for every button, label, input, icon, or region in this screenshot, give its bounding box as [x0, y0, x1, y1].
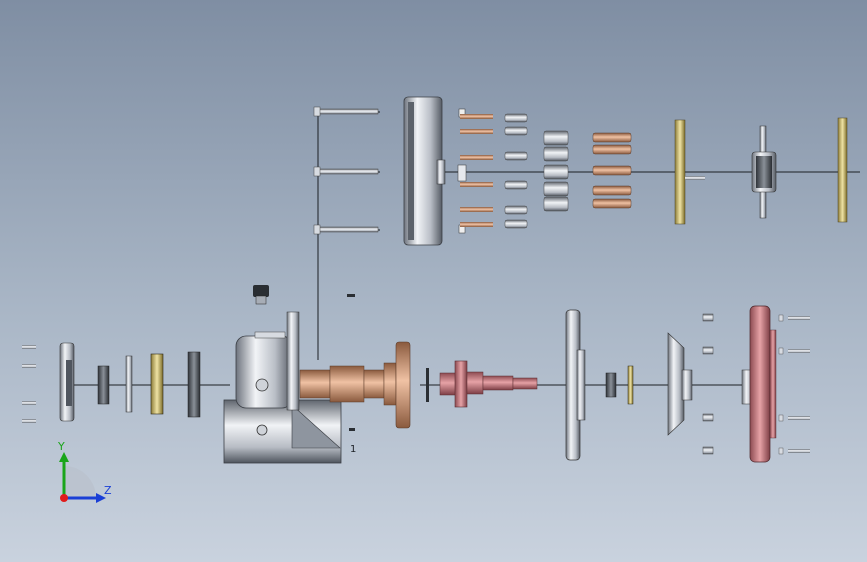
z-axis-label: Z [104, 484, 112, 497]
left-seal[interactable] [125, 355, 133, 413]
small-fastener[interactable] [347, 294, 355, 297]
output-flange-disc[interactable] [565, 309, 586, 461]
upper-brass-end-plate[interactable] [837, 117, 848, 223]
upper-rollers-column-3[interactable] [543, 130, 569, 212]
left-spacer[interactable] [97, 365, 110, 405]
upper-eccentric-hub[interactable] [751, 125, 777, 219]
y-axis-label: Y [58, 440, 65, 453]
upper-brass-gear-plate[interactable] [674, 119, 705, 225]
explode-lines [70, 111, 860, 386]
left-brass-ring[interactable] [150, 353, 164, 415]
output-cone-bearing[interactable] [667, 332, 693, 436]
axis-triad: Y Z [50, 440, 120, 510]
part-number-label: 1 [350, 444, 356, 455]
upper-rollers-column-2[interactable] [504, 113, 528, 229]
output-thin-ring[interactable] [627, 365, 634, 405]
main-housing[interactable] [223, 311, 342, 464]
x-axis-origin [60, 494, 68, 502]
left-end-cap[interactable] [59, 342, 75, 422]
shaft-washer[interactable] [426, 368, 429, 402]
left-bolts[interactable] [22, 345, 36, 423]
right-bolts[interactable] [778, 314, 810, 455]
key-fastener[interactable] [349, 428, 355, 431]
upper-housing-disc[interactable] [403, 96, 446, 246]
upper-pins-column-1[interactable] [457, 108, 493, 234]
output-cover-pins[interactable] [702, 313, 714, 455]
input-shaft[interactable] [299, 341, 411, 429]
upper-bronze-rollers-column-4[interactable] [592, 132, 632, 209]
upper-bolts[interactable] [313, 106, 379, 235]
breather-plug[interactable] [253, 285, 269, 305]
output-spacer[interactable] [605, 372, 617, 398]
left-bearing[interactable] [187, 351, 201, 418]
output-pink-cover[interactable] [741, 305, 777, 463]
pink-eccentric-shaft[interactable] [439, 360, 538, 408]
